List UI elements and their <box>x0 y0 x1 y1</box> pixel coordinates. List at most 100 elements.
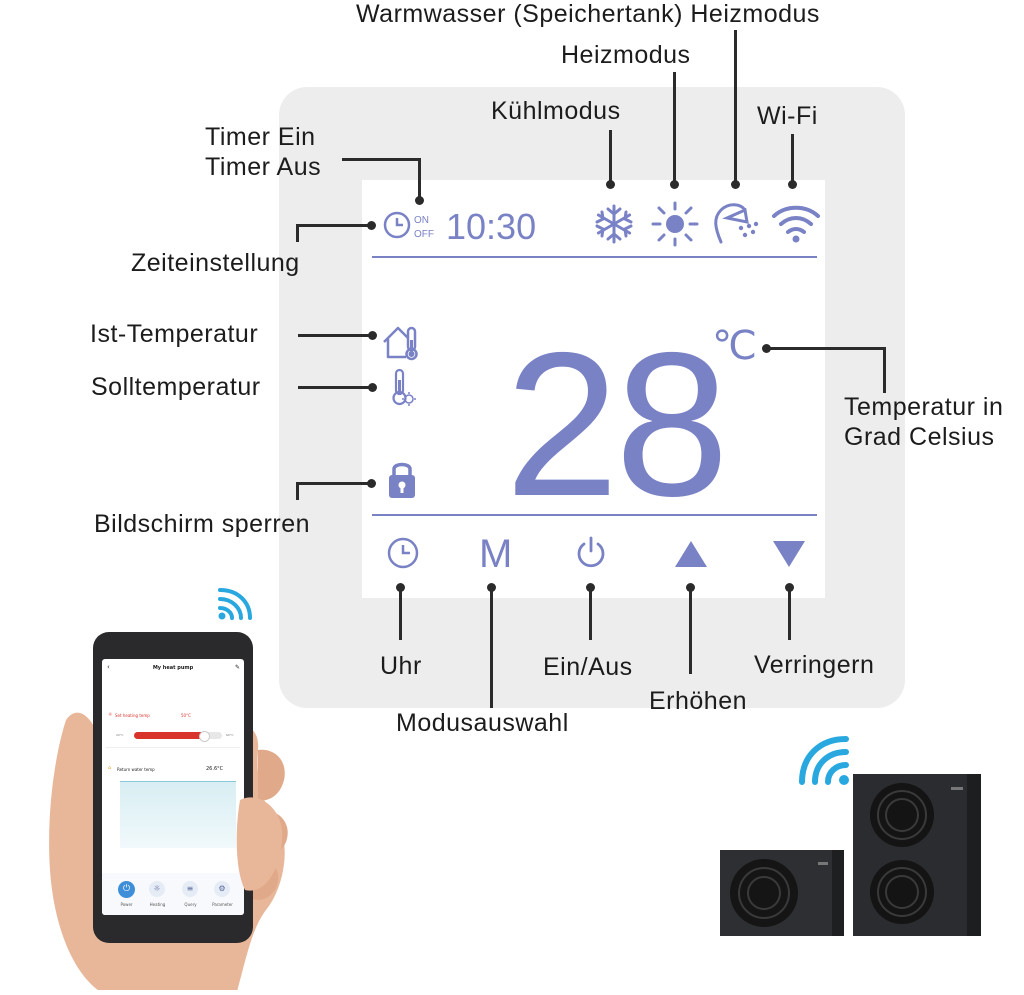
timer-off-label: OFF <box>414 229 434 240</box>
leader-ist <box>298 334 371 337</box>
wifi-icon <box>772 205 820 243</box>
label-zeiteinstellung: Zeiteinstellung <box>131 249 300 277</box>
slider-min: 20°C <box>116 733 124 737</box>
label-verringern: Verringern <box>754 651 875 679</box>
leader-dot <box>731 180 740 189</box>
leader-dot <box>415 196 424 205</box>
return-water-chart <box>120 781 236 848</box>
nav-label-heating: Heating <box>149 902 166 907</box>
leader-dot <box>367 479 376 488</box>
thermostat-screen <box>362 180 825 598</box>
mode-button[interactable]: M <box>479 532 513 576</box>
nav-label-power: Power <box>120 902 133 907</box>
leader-dot <box>762 344 771 353</box>
return-water-label: Return water temp <box>117 767 155 772</box>
sun-icon <box>651 201 699 247</box>
bottom-nav: ⏻ ☼ ≡ ⚙ Power Heating Query Parameter <box>102 873 244 915</box>
shower-icon <box>714 203 759 244</box>
leader-verringern <box>788 590 791 640</box>
setpoint-thermometer-icon <box>392 368 416 406</box>
time-display: 10:30 <box>446 206 537 247</box>
label-modusauswahl: Modusauswahl <box>396 709 569 737</box>
leader-dot <box>368 331 377 340</box>
label-temperatur-in: Temperatur in <box>844 393 1004 421</box>
label-erhoehen: Erhöhen <box>649 687 748 715</box>
celsius-unit: ℃ <box>712 324 757 368</box>
leader-soll <box>298 386 371 389</box>
leader-celsius-h <box>766 347 886 350</box>
wifi-signal-icon <box>218 588 252 620</box>
parameter-nav-icon[interactable]: ⚙ <box>214 881 230 897</box>
label-heizmodus: Heizmodus <box>561 41 691 69</box>
return-water-card: ⌂ Return water temp 26.6°C <box>106 763 240 853</box>
label-solltemperatur: Solltemperatur <box>91 373 261 401</box>
clock-button[interactable] <box>386 536 420 570</box>
leader-modus <box>490 590 493 708</box>
leader-dot <box>367 221 376 230</box>
leader-einaus <box>589 590 592 640</box>
leader-dot <box>368 383 377 392</box>
timer-on-label: ON <box>414 215 429 226</box>
leader-uhr <box>399 590 402 640</box>
leader-kuehlmodus <box>609 130 612 184</box>
leader-dot <box>686 583 695 592</box>
label-warmwasser: Warmwasser (Speichertank) Heizmodus <box>356 0 820 28</box>
leader-dot <box>606 180 615 189</box>
power-nav-icon[interactable]: ⏻ <box>118 881 135 898</box>
heating-slider-knob[interactable] <box>199 731 211 742</box>
leader-heizmodus <box>673 72 676 184</box>
leader-timer-h <box>342 158 421 161</box>
label-grad-celsius: Grad Celsius <box>844 423 995 451</box>
phone-screen: ‹ My heat pump ✎ Set heating temp ☼ 50°C… <box>102 659 244 915</box>
label-timer-aus: Timer Aus <box>205 153 322 181</box>
set-heating-value: 50°C <box>181 713 191 718</box>
slider-max: 60°C <box>226 733 234 737</box>
leader-dot <box>785 583 794 592</box>
return-water-value: 26.6°C <box>206 766 224 772</box>
nav-label-query: Query <box>184 902 197 907</box>
back-icon[interactable]: ‹ <box>107 663 110 671</box>
leader-lock-v <box>296 482 299 500</box>
leader-lock-h <box>296 482 370 485</box>
nav-label-parameter: Parameter <box>212 902 233 907</box>
lock-icon <box>389 462 415 498</box>
leader-dot <box>487 583 496 592</box>
label-ein-aus: Ein/Aus <box>543 653 633 681</box>
power-button[interactable] <box>574 535 608 571</box>
leader-warmwasser <box>734 30 737 184</box>
leader-zeit-v <box>296 224 299 242</box>
thumb-illustration <box>236 797 283 891</box>
heating-slider-fill <box>134 732 205 739</box>
leader-celsius-v <box>883 347 886 393</box>
home-small-icon: ⌂ <box>108 765 112 771</box>
leader-erhoehen <box>689 590 692 674</box>
sun-small-icon: ☼ <box>108 712 113 718</box>
wifi-signal-icon <box>799 736 849 785</box>
leader-dot <box>396 583 405 592</box>
heat-pump-units <box>720 774 981 936</box>
snowflake-icon <box>595 204 633 244</box>
timer-clock-icon <box>383 211 411 239</box>
app-title: My heat pump <box>152 665 194 671</box>
leader-dot <box>670 180 679 189</box>
increase-button[interactable] <box>673 539 709 569</box>
edit-icon[interactable]: ✎ <box>235 664 241 671</box>
top-divider <box>372 256 817 258</box>
leader-dot <box>788 180 797 189</box>
label-bildschirm-sperren: Bildschirm sperren <box>94 510 311 538</box>
leader-dot <box>586 583 595 592</box>
label-uhr: Uhr <box>380 652 422 680</box>
decrease-button[interactable] <box>771 539 807 569</box>
leader-timer-v <box>418 158 421 200</box>
heating-nav-icon[interactable]: ☼ <box>149 881 165 897</box>
label-wifi: Wi-Fi <box>757 102 818 130</box>
bottom-divider <box>372 514 817 516</box>
leader-zeit-h <box>296 224 370 227</box>
label-kuehlmodus: Kühlmodus <box>491 97 621 125</box>
label-timer-ein: Timer Ein <box>205 123 316 151</box>
house-thermometer-icon <box>383 326 418 361</box>
label-ist-temperatur: Ist-Temperatur <box>90 320 259 348</box>
set-heating-card: Set heating temp ☼ 50°C 20°C 60°C <box>106 703 240 748</box>
query-nav-icon[interactable]: ≡ <box>182 881 198 897</box>
set-heating-label: Set heating temp <box>115 713 150 718</box>
